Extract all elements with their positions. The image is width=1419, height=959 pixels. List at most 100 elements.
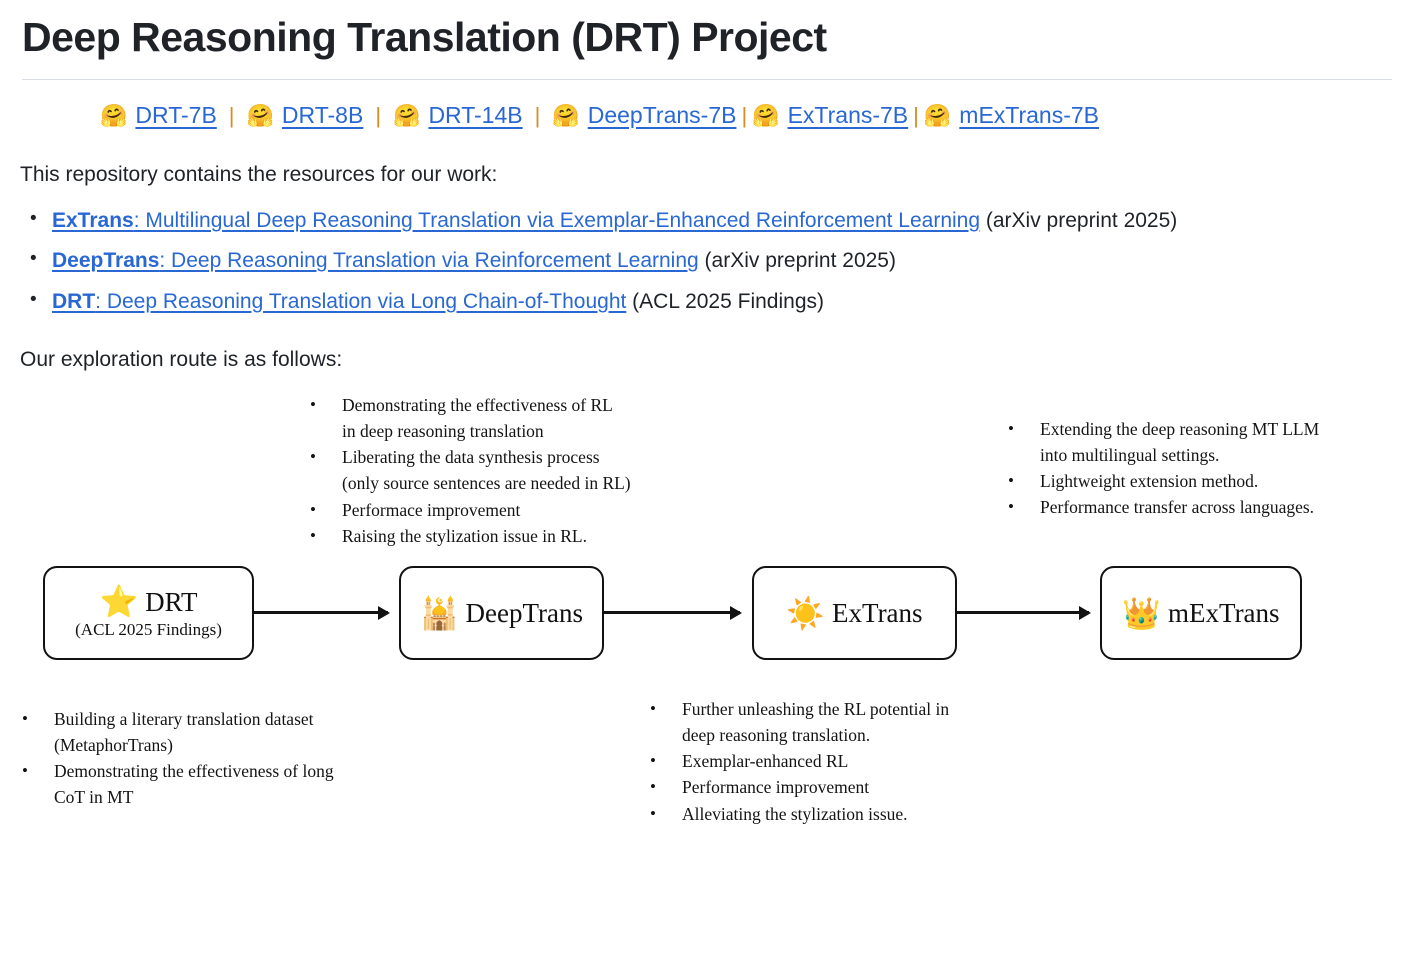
- bullet-glyph: •: [1008, 471, 1014, 491]
- note-bullet-row: • Demonstrating the effectiveness of RL i…: [310, 392, 710, 444]
- note-text: Extending the deep reasoning MT LLM into…: [1040, 419, 1320, 466]
- paper-title: : Deep Reasoning Translation via Long Ch…: [95, 289, 627, 313]
- model-link-extrans-7b[interactable]: 🤗 ExTrans-7B: [752, 102, 908, 129]
- model-link-label: DRT-7B: [135, 102, 217, 129]
- flow-node-label: DeepTrans: [465, 598, 584, 629]
- link-separator: |: [228, 102, 235, 128]
- hugging-face-icon: 🤗: [246, 102, 274, 128]
- list-item: DeepTrans: Deep Reasoning Translation vi…: [30, 244, 1379, 278]
- page-title: Deep Reasoning Translation (DRT) Project: [22, 14, 827, 60]
- note-text: Demonstrating the effectiveness of long …: [54, 761, 334, 808]
- paper-name: DRT: [52, 289, 96, 313]
- note-bullet-row: • Performace improvement: [310, 497, 710, 523]
- model-link-mextrans-7b[interactable]: 🤗 mExTrans-7B: [924, 102, 1099, 129]
- model-link-deeptrans-7b[interactable]: 🤗 DeepTrans-7B: [552, 102, 736, 129]
- flow-node-mextrans[interactable]: 👑 mExTrans: [1100, 566, 1302, 661]
- bullet-glyph: •: [650, 751, 656, 771]
- paper-venue: (ACL 2025 Findings): [626, 289, 824, 313]
- link-separator: |: [913, 102, 919, 128]
- star-icon: ⭐: [99, 584, 139, 620]
- note-mextrans-top: • Extending the deep reasoning MT LLM int…: [1008, 416, 1408, 520]
- note-bullet-row: • Extending the deep reasoning MT LLM int…: [1008, 416, 1408, 468]
- note-text: Raising the stylization issue in RL.: [342, 525, 587, 546]
- flow-node-extrans-main: ☀️ ExTrans: [786, 598, 922, 629]
- flow-node-extrans[interactable]: ☀️ ExTrans: [752, 566, 957, 661]
- bullet-glyph: •: [310, 447, 316, 467]
- flow-node-label: DRT: [145, 586, 198, 617]
- title-divider: [22, 79, 1392, 81]
- note-text: Lightweight extension method.: [1040, 471, 1259, 492]
- bullet-glyph: •: [310, 525, 316, 545]
- bullet-glyph: •: [650, 777, 656, 797]
- link-separator: |: [741, 102, 748, 128]
- hugging-face-icon: 🤗: [752, 102, 780, 128]
- bullet-glyph: •: [310, 395, 316, 415]
- hugging-face-icon: 🤗: [100, 102, 128, 128]
- paper-venue: (arXiv preprint 2025): [980, 208, 1178, 232]
- list-item: DRT: Deep Reasoning Translation via Long…: [30, 285, 1379, 319]
- bullet-glyph: •: [22, 709, 28, 729]
- intro-paragraph: This repository contains the resources f…: [20, 163, 498, 187]
- note-bullet-row: • Demonstrating the effectiveness of long…: [22, 758, 442, 810]
- model-link-drt-14b[interactable]: 🤗 DRT-14B: [393, 102, 523, 129]
- paper-name: DeepTrans: [52, 249, 160, 273]
- note-bullet-row: • Performance improvement: [650, 774, 1050, 800]
- note-text: Building a literary translation dataset …: [54, 709, 314, 756]
- flow-node-deeptrans[interactable]: 🕌 DeepTrans: [399, 566, 604, 661]
- bullet-glyph: •: [1008, 419, 1014, 439]
- hugging-face-icon: 🤗: [552, 102, 580, 128]
- note-text: Alleviating the stylization issue.: [682, 803, 908, 824]
- note-text: Performance improvement: [682, 777, 870, 798]
- flow-node-drt[interactable]: ⭐ DRT (ACL 2025 Findings): [43, 566, 254, 661]
- flow-node-mextrans-main: 👑 mExTrans: [1122, 598, 1279, 629]
- paper-title: : Deep Reasoning Translation via Reinfor…: [159, 249, 699, 273]
- flow-node-drt-main: ⭐ DRT: [100, 586, 198, 617]
- hugging-face-icon: 🤗: [393, 102, 421, 128]
- paper-link-extrans[interactable]: ExTrans: Multilingual Deep Reasoning Tra…: [52, 209, 980, 232]
- note-bullet-row: • Liberating the data synthesis process (…: [310, 444, 710, 496]
- note-text: Further unleashing the RL potential in d…: [682, 699, 950, 746]
- note-bullet-row: • Lightweight extension method.: [1008, 468, 1408, 494]
- link-separator: |: [375, 102, 382, 128]
- exploration-route-paragraph: Our exploration route is as follows:: [20, 348, 343, 372]
- mosque-icon: 🕌: [419, 595, 459, 631]
- note-bullet-row: • Raising the stylization issue in RL.: [310, 523, 710, 549]
- bullet-glyph: •: [1008, 497, 1014, 517]
- arrow-deeptrans-to-extrans: [604, 605, 742, 620]
- flow-node-label: ExTrans: [832, 598, 923, 629]
- hugging-face-icon: 🤗: [923, 102, 952, 128]
- model-link-label: DRT-14B: [428, 102, 523, 129]
- paper-title: : Multilingual Deep Reasoning Translatio…: [133, 208, 981, 232]
- note-drt-bottom: • Building a literary translation dataset…: [22, 706, 442, 810]
- model-link-label: mExTrans-7B: [959, 102, 1100, 129]
- model-link-drt-8b[interactable]: 🤗 DRT-8B: [247, 102, 364, 129]
- arrow-extrans-to-mextrans: [957, 605, 1091, 620]
- paper-link-drt[interactable]: DRT: Deep Reasoning Translation via Long…: [52, 290, 626, 313]
- paper-link-deeptrans[interactable]: DeepTrans: Deep Reasoning Translation vi…: [52, 249, 699, 272]
- paper-name: ExTrans: [52, 208, 134, 232]
- bullet-glyph: •: [650, 803, 656, 823]
- bullet-glyph: •: [22, 761, 28, 781]
- note-bullet-row: •Exemplar-enhanced RL: [650, 748, 1050, 774]
- note-bullet-row: • Alleviating the stylization issue.: [650, 801, 1050, 827]
- paper-venue: (arXiv preprint 2025): [698, 249, 896, 273]
- model-link-drt-7b[interactable]: 🤗 DRT-7B: [100, 102, 217, 129]
- resource-list: ExTrans: Multilingual Deep Reasoning Tra…: [0, 204, 1419, 319]
- exploration-route-diagram: • Demonstrating the effectiveness of RL i…: [0, 378, 1419, 848]
- flow-row: ⭐ DRT (ACL 2025 Findings) 🕌 DeepTrans ☀️…: [0, 566, 1419, 666]
- sun-icon: ☀️: [786, 595, 826, 631]
- model-link-label: ExTrans-7B: [787, 102, 909, 129]
- bullet-glyph: •: [310, 499, 316, 519]
- note-text: Performace improvement: [342, 499, 521, 520]
- model-link-label: DeepTrans-7B: [587, 102, 737, 129]
- flow-node-deeptrans-main: 🕌 DeepTrans: [420, 598, 583, 629]
- note-deeptrans-top: • Demonstrating the effectiveness of RL i…: [310, 392, 710, 548]
- list-item: ExTrans: Multilingual Deep Reasoning Tra…: [30, 204, 1379, 238]
- note-bullet-row: •Further unleashing the RL potential in …: [650, 696, 1050, 748]
- model-link-label: DRT-8B: [281, 102, 364, 129]
- note-text: Demonstrating the effectiveness of RL in…: [342, 395, 613, 442]
- note-text: Liberating the data synthesis process (o…: [342, 447, 631, 494]
- note-bullet-row: • Building a literary translation dataset…: [22, 706, 442, 758]
- crown-icon: 👑: [1122, 595, 1162, 631]
- note-text: Performance transfer across languages.: [1040, 497, 1315, 518]
